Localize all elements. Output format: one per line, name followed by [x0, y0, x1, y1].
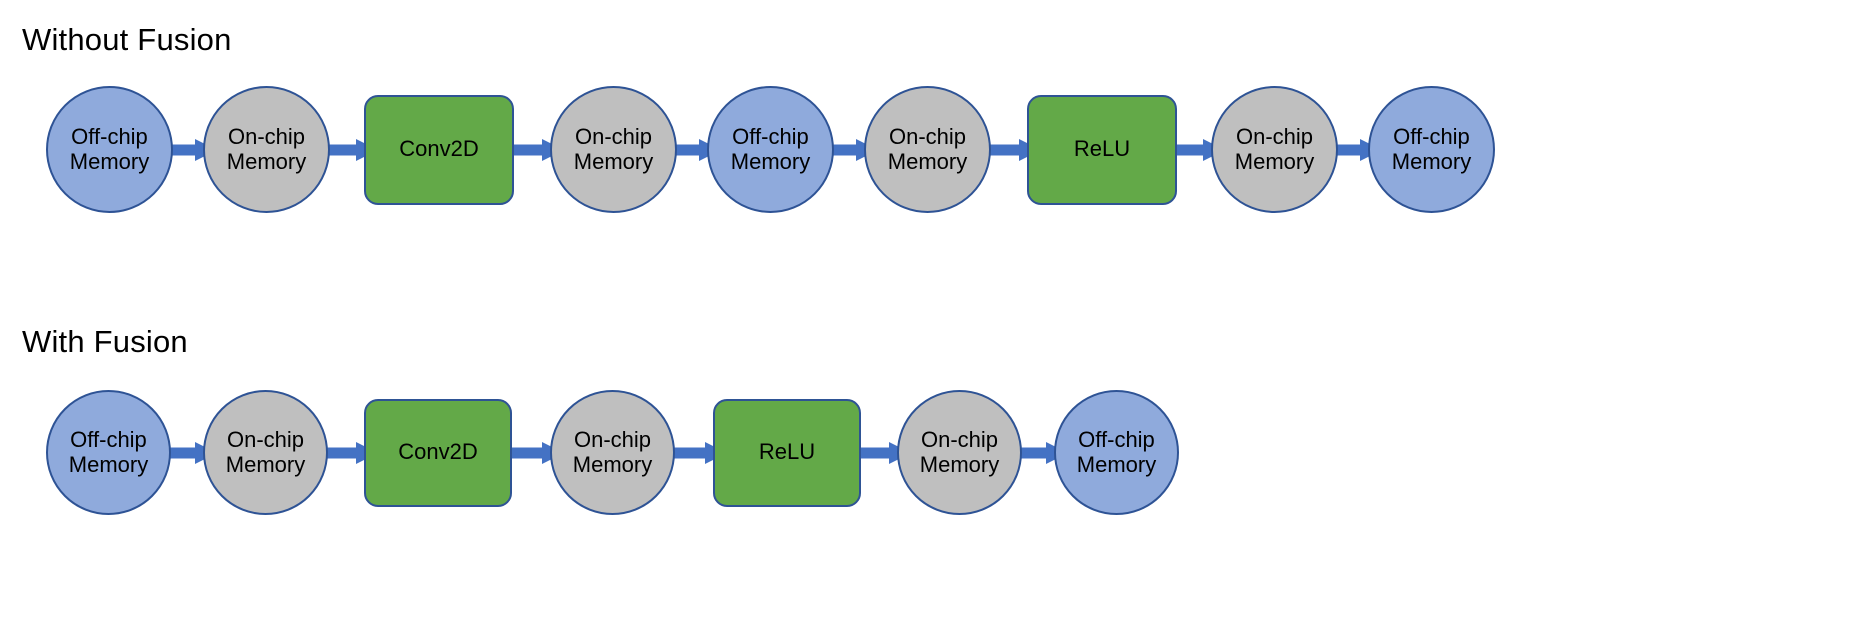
- node-label: ReLU: [1073, 136, 1131, 162]
- arrow-right-icon: [1324, 138, 1382, 161]
- node-r1-n7[interactable]: ReLU: [1027, 94, 1177, 205]
- arrow-right-icon: [977, 138, 1041, 161]
- arrow-right-icon: [847, 441, 911, 464]
- arrow-right-icon: [314, 441, 378, 464]
- flow-row-with-fusion: Off-chip Memory On-chip Memory Conv2D On-ch…: [46, 390, 1179, 515]
- node-r2-n3[interactable]: Conv2D: [364, 398, 512, 507]
- node-r2-n6[interactable]: On-chip Memory: [897, 390, 1022, 515]
- node-label: On-chip Memory: [887, 123, 968, 174]
- node-r1-n5[interactable]: Off-chip Memory: [707, 86, 834, 213]
- arrow-right-icon: [663, 138, 721, 161]
- arrow-right-icon: [316, 138, 378, 161]
- node-r1-n4[interactable]: On-chip Memory: [550, 86, 677, 213]
- node-label: On-chip Memory: [572, 426, 653, 477]
- node-r2-n7[interactable]: Off-chip Memory: [1054, 390, 1179, 515]
- node-r1-n1[interactable]: Off-chip Memory: [46, 86, 173, 213]
- arrow-right-icon: [500, 138, 564, 161]
- node-r1-n9[interactable]: Off-chip Memory: [1368, 86, 1495, 213]
- node-label: On-chip Memory: [225, 426, 306, 477]
- arrow-right-icon: [498, 441, 564, 464]
- arrow-right-icon: [661, 441, 727, 464]
- node-label: On-chip Memory: [919, 426, 1000, 477]
- arrow-right-icon: [159, 138, 217, 161]
- node-r1-n8[interactable]: On-chip Memory: [1211, 86, 1338, 213]
- node-label: Off-chip Memory: [1391, 123, 1472, 174]
- node-r1-n6[interactable]: On-chip Memory: [864, 86, 991, 213]
- arrow-right-icon: [1163, 138, 1225, 161]
- arrow-right-icon: [1008, 441, 1068, 464]
- arrow-right-icon: [820, 138, 878, 161]
- node-label: On-chip Memory: [1234, 123, 1315, 174]
- node-label: Conv2D: [398, 439, 478, 465]
- node-label: Off-chip Memory: [730, 123, 811, 174]
- node-r1-n3[interactable]: Conv2D: [364, 94, 514, 205]
- node-label: On-chip Memory: [573, 123, 654, 174]
- node-label: On-chip Memory: [226, 123, 307, 174]
- flow-row-without-fusion: Off-chip Memory On-chip Memory Conv2D On-ch…: [46, 86, 1495, 213]
- node-r2-n2[interactable]: On-chip Memory: [203, 390, 328, 515]
- node-label: Off-chip Memory: [1076, 426, 1157, 477]
- node-label: ReLU: [758, 439, 816, 465]
- node-r1-n2[interactable]: On-chip Memory: [203, 86, 330, 213]
- node-r2-n4[interactable]: On-chip Memory: [550, 390, 675, 515]
- node-r2-n1[interactable]: Off-chip Memory: [46, 390, 171, 515]
- section-title-with-fusion: With Fusion: [22, 324, 188, 359]
- node-r2-n5[interactable]: ReLU: [713, 398, 861, 507]
- section-title-without-fusion: Without Fusion: [22, 22, 232, 57]
- node-label: Off-chip Memory: [68, 426, 149, 477]
- arrow-right-icon: [157, 441, 217, 464]
- node-label: Off-chip Memory: [69, 123, 150, 174]
- node-label: Conv2D: [399, 136, 479, 162]
